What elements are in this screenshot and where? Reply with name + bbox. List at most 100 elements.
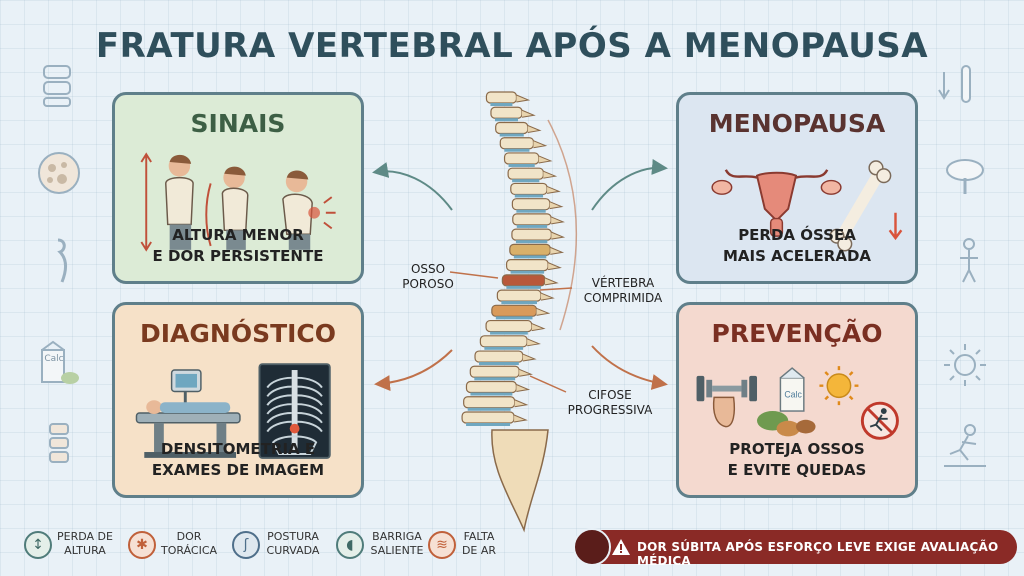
xray-spine bbox=[291, 370, 298, 453]
intervertebral-disc bbox=[484, 346, 524, 350]
spine-badge-icon bbox=[573, 528, 611, 566]
vertebra bbox=[485, 319, 533, 333]
vertebra bbox=[505, 259, 549, 272]
page-title: FRATURA VERTEBRAL APÓS A MENOPAUSA bbox=[95, 26, 929, 66]
intervertebral-disc bbox=[516, 224, 548, 228]
spinous-process bbox=[516, 94, 531, 103]
vertebra bbox=[496, 289, 542, 302]
xray-rib bbox=[297, 376, 323, 389]
xray-rib bbox=[266, 412, 292, 424]
intervertebral-disc bbox=[470, 392, 513, 396]
bone-down-icon bbox=[938, 65, 971, 103]
xray-rib bbox=[266, 403, 292, 415]
spinous-process bbox=[549, 201, 564, 210]
intervertebral-disc bbox=[504, 148, 530, 152]
side-carton-label: Calc bbox=[44, 354, 64, 364]
intervertebral-disc bbox=[499, 133, 524, 137]
uterus-icon bbox=[711, 169, 842, 237]
intervertebral-disc bbox=[490, 331, 528, 335]
spinous-process bbox=[527, 125, 542, 133]
spinous-process bbox=[543, 170, 558, 179]
spinous-process bbox=[538, 155, 553, 164]
vertebra-outline-icon bbox=[43, 65, 71, 107]
spinous-process bbox=[531, 323, 546, 332]
vertebra bbox=[511, 198, 551, 211]
xray-rib bbox=[266, 376, 292, 389]
woman-stooped-icon bbox=[221, 166, 249, 250]
falling-person-icon bbox=[944, 424, 986, 467]
spinous-process bbox=[540, 292, 555, 301]
body-silhouette-icon bbox=[57, 238, 67, 283]
intervertebral-disc bbox=[501, 301, 537, 305]
woman-back-pain-icon bbox=[282, 170, 336, 250]
spinous-process bbox=[513, 414, 528, 423]
diagnosis-illustration bbox=[135, 363, 331, 459]
no-fall-icon bbox=[860, 401, 899, 440]
xray-rib bbox=[297, 420, 323, 433]
intervertebral-disc bbox=[474, 377, 516, 381]
xray-pelvis bbox=[271, 435, 318, 455]
woman-upright-icon bbox=[165, 154, 194, 250]
spinous-process bbox=[518, 368, 533, 377]
xray-rib bbox=[297, 394, 323, 406]
intervertebral-disc bbox=[512, 179, 540, 183]
calcium-foods-icon: Calc bbox=[757, 367, 816, 437]
spinous-process bbox=[536, 307, 551, 316]
spinous-process bbox=[526, 338, 541, 347]
spinous-process bbox=[514, 399, 529, 408]
intervertebral-disc bbox=[490, 103, 513, 106]
belly-icon: ◖ bbox=[336, 531, 364, 559]
breath-icon: ≋ bbox=[428, 531, 456, 559]
intervertebral-disc bbox=[466, 423, 511, 426]
vertebra bbox=[495, 121, 529, 135]
vertebra bbox=[485, 91, 518, 104]
dumbbell-icon bbox=[696, 375, 758, 428]
carton-label: Calc bbox=[784, 389, 802, 399]
intervertebral-disc bbox=[510, 270, 545, 274]
spinous-process bbox=[522, 353, 537, 362]
card-menopause-title: MENOPAUSA bbox=[708, 109, 886, 138]
porous-bone-icon bbox=[38, 152, 80, 194]
warning-icon bbox=[612, 539, 630, 555]
spinous-process bbox=[544, 277, 559, 286]
vertebra bbox=[501, 274, 546, 287]
intervertebral-disc bbox=[514, 194, 544, 198]
densitometry-scanner-icon bbox=[135, 369, 241, 458]
intervertebral-disc bbox=[467, 407, 511, 411]
xray-rib bbox=[266, 385, 292, 397]
spinous-process bbox=[550, 216, 565, 225]
curved-posture-icon: ʃ bbox=[232, 531, 260, 559]
prevention-illustration: Calc bbox=[696, 366, 899, 440]
bone-icon bbox=[829, 160, 892, 252]
xray-rib bbox=[266, 394, 292, 406]
vertebra bbox=[479, 335, 528, 348]
vertebra bbox=[509, 243, 551, 256]
vertebra bbox=[474, 350, 524, 363]
vertebra bbox=[503, 152, 540, 165]
xray-rib bbox=[297, 412, 323, 424]
vertebra bbox=[463, 396, 516, 409]
intervertebral-disc bbox=[479, 362, 519, 366]
spinous-process bbox=[546, 185, 561, 194]
vertebra bbox=[510, 182, 548, 196]
medical-alert-banner: DOR SÚBITA APÓS ESFORÇO LEVE EXIGE AVALI… bbox=[573, 528, 1017, 568]
vertebra bbox=[507, 167, 544, 180]
height-loss-illustration bbox=[140, 152, 336, 252]
spinous-process bbox=[547, 262, 562, 271]
card-diagnosis-title: DIAGNÓSTICO bbox=[139, 319, 337, 348]
arrow-down-icon bbox=[888, 212, 903, 241]
vertebra bbox=[469, 365, 520, 378]
vertebra bbox=[511, 228, 552, 241]
xray-image-icon bbox=[258, 363, 331, 459]
standing-person-icon bbox=[960, 238, 978, 283]
xray-rib bbox=[297, 385, 323, 397]
intervertebral-disc bbox=[506, 285, 541, 289]
